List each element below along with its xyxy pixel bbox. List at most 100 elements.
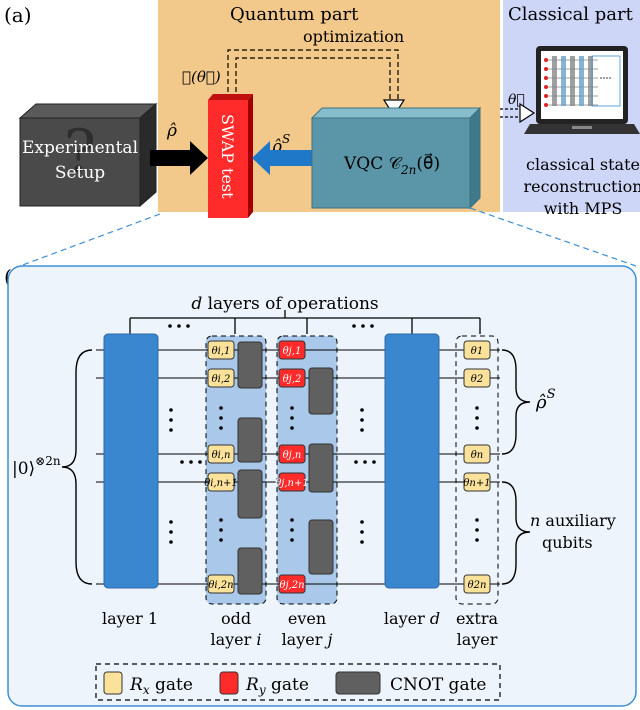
h-ellipsis-2 — [189, 460, 193, 464]
odd-rx-gate-2-label: θi,n — [212, 450, 231, 461]
even-cnot-3 — [308, 519, 334, 575]
h-ellipsis-0 — [168, 324, 172, 328]
right-brace-upper — [501, 349, 531, 455]
h-ellipsis-3 — [372, 460, 376, 464]
even-ry-gate-2-label: θj,n — [283, 450, 302, 461]
vqc-top — [310, 107, 482, 119]
v-ellipsis-2 — [290, 416, 294, 420]
extra-line2: layer — [457, 630, 498, 649]
right-brace-lower — [501, 481, 531, 585]
odd-cnot-1 — [237, 341, 263, 389]
extra-rx-gate-4-label: θ2n — [468, 580, 487, 591]
extra-rx-gate-3 — [463, 472, 491, 492]
setup-line2: Setup — [55, 163, 105, 183]
swap-test-label: SWAP test — [218, 114, 237, 199]
even-ry-gate-1-label: θj,2 — [283, 374, 302, 385]
cost-function-label: ℱ(θ⃗) — [182, 68, 221, 86]
odd-rx-gate-4-label: θi,2n — [208, 580, 233, 591]
panel-a-label: (a) — [4, 3, 32, 27]
legend-cnot-label: CNOT gate — [390, 675, 486, 695]
extra-rx-gate-1 — [463, 368, 491, 388]
v-ellipsis-1 — [219, 416, 223, 420]
laptop-block — [561, 56, 566, 106]
odd-rx-gate-4 — [207, 574, 235, 594]
h-ellipsis-0 — [177, 324, 181, 328]
v-ellipsis-3 — [360, 418, 364, 422]
layer1-label: layer 1 — [102, 609, 158, 628]
odd-rx-gate-0 — [207, 340, 235, 360]
layer-d-label: layer d — [384, 609, 440, 628]
extra-rx-gate-1-label: θ2 — [471, 374, 483, 385]
v-ellipsis-8 — [360, 530, 364, 534]
v-ellipsis-8 — [360, 520, 364, 524]
legend-ry-label: Ry gate — [245, 675, 309, 697]
v-ellipsis-3 — [360, 408, 364, 412]
vqc-box — [311, 117, 471, 209]
laptop-block — [570, 56, 575, 106]
v-ellipsis-0 — [169, 428, 173, 432]
question-mark: ? — [64, 117, 96, 187]
ket-label: |0⟩⊗2n — [12, 454, 61, 479]
extra-rx-gate-3-label: θn+1 — [463, 478, 490, 489]
even-ry-gate-1 — [278, 368, 306, 388]
recon-line2: reconstruction — [523, 177, 640, 196]
even-cnot-1 — [308, 367, 334, 415]
layer-d-block — [384, 333, 440, 589]
recon-line3: with MPS — [544, 199, 623, 218]
odd-rx-gate-3 — [207, 472, 235, 492]
laptop-block — [588, 56, 593, 106]
even-ry-gate-4-label: θj,2n — [279, 580, 304, 591]
odd-cnot-4 — [237, 547, 263, 595]
odd-layer-group — [205, 335, 267, 605]
experimental-setup-box — [19, 117, 141, 207]
layer-1-block — [103, 333, 159, 589]
rho-s-b-label: ρ̂S — [535, 387, 556, 413]
even-ry-gate-0 — [278, 340, 306, 360]
optimization-loop-inner — [235, 57, 391, 108]
vqc-label: VQC 𝒞2n(θ⃗) — [343, 153, 440, 177]
even-ry-gate-4 — [278, 574, 306, 594]
extra-layer-group — [455, 335, 499, 605]
d-layers-bracket — [129, 310, 481, 334]
even-cnot-2 — [308, 443, 334, 493]
v-ellipsis-9 — [475, 538, 479, 542]
extra-rx-gate-4 — [463, 574, 491, 594]
even-line2: layer j — [282, 630, 333, 649]
v-ellipsis-6 — [219, 528, 223, 532]
aux-line2: qubits — [542, 533, 593, 552]
h-ellipsis-3 — [363, 460, 367, 464]
classical-part-title: Classical part — [508, 4, 634, 25]
laptop-frame — [591, 55, 621, 107]
zoom-line-left — [19, 213, 161, 267]
v-ellipsis-0 — [169, 408, 173, 412]
odd-rx-gate-1-label: θi,2 — [212, 374, 231, 385]
v-ellipsis-8 — [360, 540, 364, 544]
aux-line1: n auxiliary — [530, 511, 616, 530]
odd-cnot-2 — [237, 417, 263, 463]
v-ellipsis-4 — [475, 406, 479, 410]
extra-rx-gate-2 — [463, 444, 491, 464]
odd-line1: odd — [221, 609, 251, 628]
swap-top — [208, 94, 253, 100]
odd-rx-gate-2 — [207, 444, 235, 464]
h-ellipsis-1 — [370, 324, 374, 328]
extra-rx-gate-2-label: θn — [471, 450, 483, 461]
v-ellipsis-7 — [290, 538, 294, 542]
odd-rx-gate-3-label: θi,n+1 — [204, 478, 238, 489]
h-ellipsis-0 — [186, 324, 190, 328]
optimization-label: optimization — [303, 27, 404, 46]
h-ellipsis-1 — [352, 324, 356, 328]
v-ellipsis-9 — [475, 518, 479, 522]
legend-rx-swatch — [103, 671, 123, 695]
legend-rx-label: Rx gate — [129, 675, 193, 697]
vqc-side — [469, 106, 481, 210]
swap-test-box — [208, 100, 248, 218]
v-ellipsis-3 — [360, 428, 364, 432]
h-ellipsis-2 — [180, 460, 184, 464]
even-ry-gate-3 — [278, 472, 306, 492]
laptop-node — [544, 103, 548, 107]
v-ellipsis-5 — [169, 530, 173, 534]
theta-arrow-shaft — [500, 108, 520, 118]
v-ellipsis-7 — [290, 518, 294, 522]
